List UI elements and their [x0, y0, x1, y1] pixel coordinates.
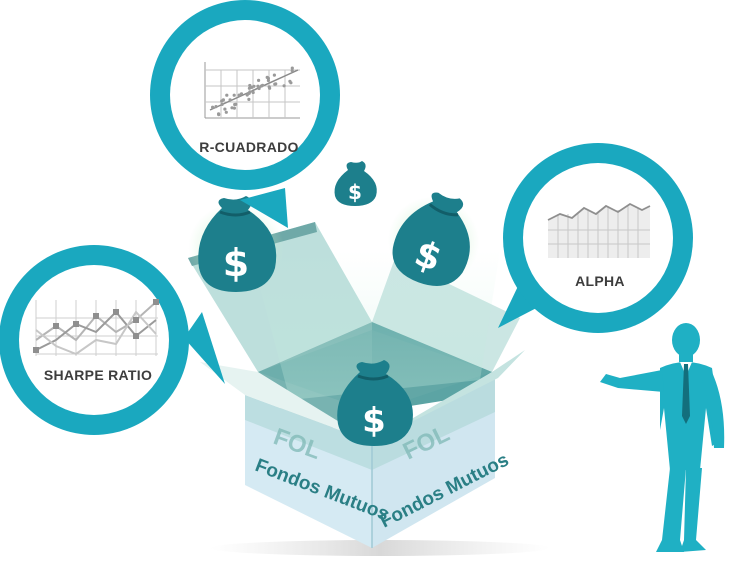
money-bag-icon: $	[188, 196, 284, 293]
scatter-point	[261, 83, 265, 87]
scatter-point	[233, 102, 237, 107]
multi-line-chart-icon	[33, 299, 159, 356]
scatter-point	[268, 86, 272, 90]
bubble-label-alpha: ALPHA	[575, 273, 625, 289]
money-bag-icon: $	[337, 360, 413, 446]
scatter-point	[248, 83, 252, 88]
scatter-point	[266, 76, 270, 80]
scatter-point	[228, 98, 232, 102]
bubble-r-cuadrado: R-CUADRADO	[150, 0, 340, 228]
scatter-point	[237, 93, 241, 97]
scatter-point	[272, 73, 276, 77]
bubble-label-sharpe-ratio: SHARPE RATIO	[44, 367, 152, 383]
scatter-point	[224, 110, 228, 114]
bubble-alpha: ALPHA	[498, 143, 693, 333]
scatter-point	[225, 93, 229, 97]
scatter-point	[251, 90, 255, 95]
scatter-point	[220, 102, 224, 106]
scatter-point	[282, 84, 286, 88]
scatter-point	[247, 97, 251, 101]
box-face-left-band	[245, 395, 372, 470]
bubble-sharpe-ratio: SHARPE RATIO	[0, 245, 225, 435]
fund-box: FOL FOL Fondos Mutuos Fondos Mutuos	[188, 222, 525, 548]
scatter-point	[266, 78, 270, 83]
scatter-point	[232, 106, 236, 110]
scatter-point	[252, 84, 256, 88]
money-bag-icon: $	[387, 192, 480, 286]
scatter-point	[223, 107, 227, 111]
scatter-points	[211, 66, 294, 117]
area-line-chart-icon	[547, 202, 651, 258]
scatter-point	[273, 82, 277, 86]
scatter-point	[257, 78, 261, 82]
scatter-point	[248, 90, 252, 94]
scatter-point	[211, 105, 215, 109]
box-face-right-band	[372, 378, 495, 470]
dollar-sign: $	[362, 401, 386, 441]
bubble-label-r-cuadrado: R-CUADRADO	[199, 139, 298, 155]
scatter-point	[232, 93, 236, 97]
scatter-point	[214, 105, 218, 109]
scatter-point	[256, 84, 260, 88]
dollar-sign: $	[348, 180, 362, 204]
light-beam	[250, 250, 500, 400]
scatter-point	[290, 66, 294, 70]
scatter-point	[288, 79, 292, 83]
scatter-point	[217, 113, 221, 117]
scatter-point	[230, 106, 234, 110]
dollar-sign: $	[223, 241, 249, 285]
box-shadow	[210, 540, 550, 556]
scatter-point	[221, 98, 225, 102]
box-flap-front-left	[200, 362, 372, 442]
scatter-point	[290, 69, 294, 73]
money-bag-icon: $	[334, 161, 377, 206]
businessman-presenting-icon	[600, 323, 725, 552]
